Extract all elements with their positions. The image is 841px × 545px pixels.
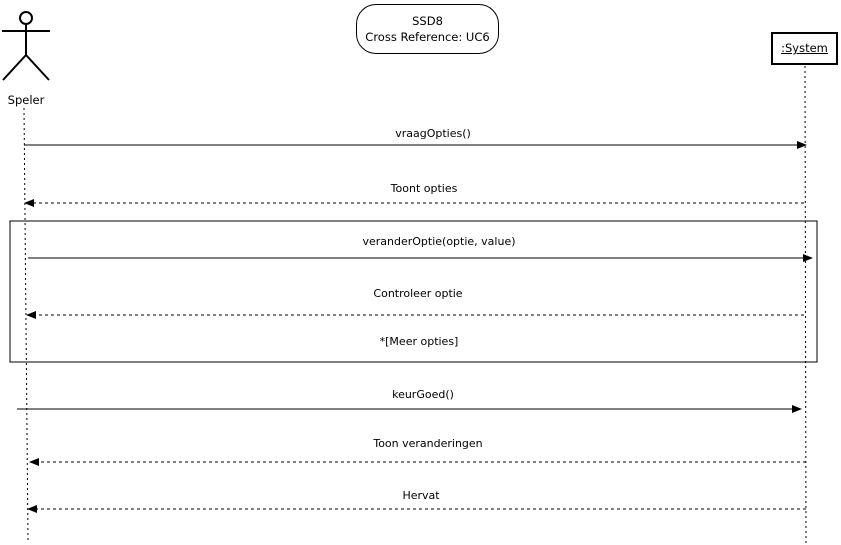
system-name: :System <box>781 41 828 55</box>
message-label-hervat: Hervat <box>402 489 440 502</box>
message-label-controleer-optie: Controleer optie <box>373 287 463 300</box>
message-label-toon-veranderingen: Toon veranderingen <box>373 437 483 450</box>
actor-figure-icon <box>2 11 50 81</box>
title-note: SSD8 Cross Reference: UC6 <box>356 4 499 54</box>
system-lifeline <box>804 65 807 544</box>
system-object-box: :System <box>771 32 838 65</box>
loop-guard-label: *[Meer opties] <box>379 335 459 348</box>
note-title: SSD8 <box>412 14 443 28</box>
loop-fragment <box>9 220 818 363</box>
note-cross-reference: Cross Reference: UC6 <box>365 30 490 44</box>
message-label-toont-opties: Toont opties <box>390 182 458 195</box>
message-label-vraagopties: vraagOpties() <box>395 127 471 140</box>
actor-lifeline <box>23 107 29 541</box>
message-label-keurgoed: keurGoed() <box>392 388 454 401</box>
message-label-veranderoptie: veranderOptie(optie, value) <box>362 235 516 248</box>
actor-name: Speler <box>7 93 45 107</box>
